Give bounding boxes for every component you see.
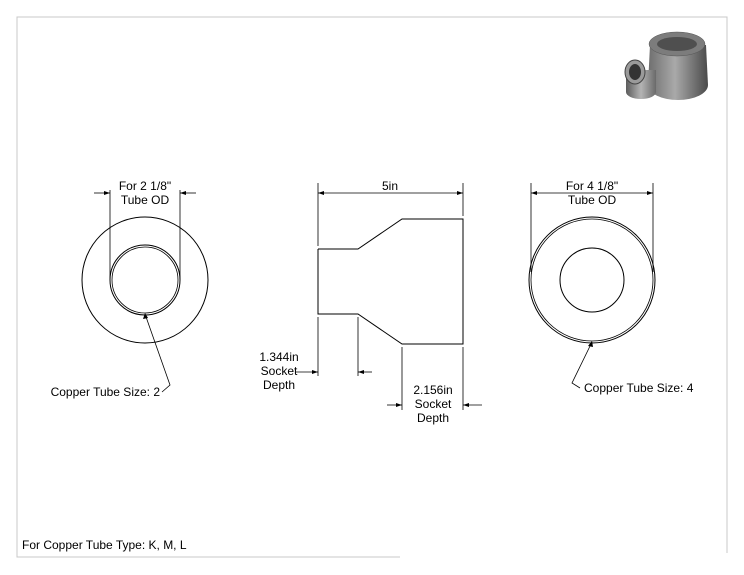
left-callout-label: Copper Tube Size: 2 (51, 385, 161, 399)
large-socket-label-line1: 2.156in (413, 383, 452, 397)
length-dim-label: 5in (382, 179, 398, 193)
right-dim-label-line2: Tube OD (568, 193, 617, 207)
left-socket-inner-circle (111, 246, 179, 314)
large-socket-label-line3: Depth (417, 411, 449, 425)
small-socket-label-line3: Depth (263, 378, 295, 392)
large-socket-label-line2: Socket (415, 397, 452, 411)
left-socket-circle (109, 244, 181, 316)
reducer-profile (317, 218, 464, 345)
right-callout-label: Copper Tube Size: 4 (584, 381, 694, 395)
footer-note: For Copper Tube Type: K, M, L (22, 538, 187, 552)
right-bore-circle (559, 247, 625, 313)
left-outer-circle (81, 216, 209, 344)
right-outer-circle (528, 216, 656, 344)
left-dim-label-line1: For 2 1/8" (119, 179, 171, 193)
side-profile-view: 5in 1.344in Socket Depth 2.156in Socket … (259, 179, 482, 425)
right-dim-label-line1: For 4 1/8" (566, 179, 618, 193)
iso-reducer-thumbnail (624, 31, 708, 100)
footer-mask (400, 553, 730, 563)
sheet-border (16, 16, 728, 558)
left-dim-label-line2: Tube OD (121, 193, 170, 207)
right-end-view: For 4 1/8" Tube OD Copper Tube Size: 4 (528, 179, 694, 395)
left-end-view: For 2 1/8" Tube OD Copper Tube Size: 2 (51, 179, 209, 399)
right-outer-inner-circle (530, 218, 654, 342)
small-socket-label-line1: 1.344in (259, 350, 298, 364)
small-socket-label-line2: Socket (261, 364, 298, 378)
